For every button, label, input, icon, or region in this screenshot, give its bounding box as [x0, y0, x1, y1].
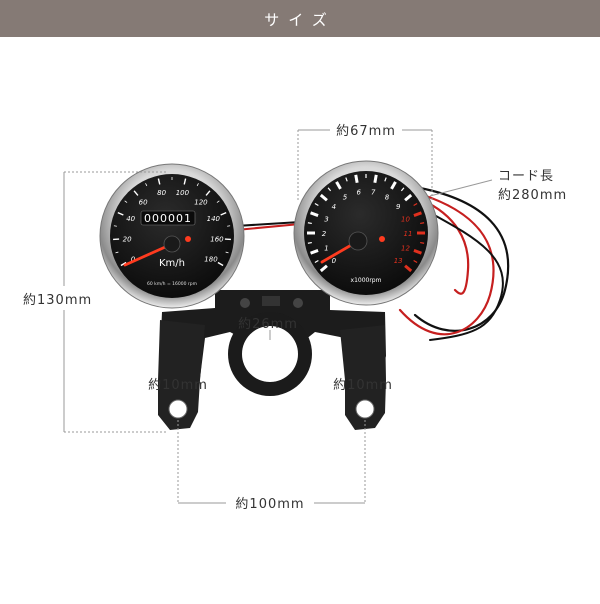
tach-scale-label: 10 — [401, 216, 410, 224]
tachometer-hub — [349, 232, 367, 250]
tach-scale-label: 9 — [396, 203, 401, 211]
speed-scale-label: 40 — [126, 215, 135, 223]
section-title: サイズ — [0, 9, 600, 30]
center-hole-label: 約26mm — [238, 317, 298, 332]
left-hole-label: 約10mm — [148, 378, 208, 393]
speed-scale-label: 80 — [157, 189, 166, 197]
mounting-bracket — [158, 290, 386, 430]
tach-tick — [356, 175, 357, 183]
tach-scale-label: 11 — [404, 230, 413, 238]
tach-tick — [308, 243, 312, 244]
tach-scale-label: 8 — [385, 194, 390, 202]
cord-label: コード長 — [498, 169, 554, 184]
tach-scale-label: 4 — [332, 203, 336, 211]
speedometer-footnote: 60 km/h = 16000 rpm — [147, 281, 197, 287]
left-mount-hole — [169, 400, 187, 418]
speed-tick — [114, 226, 117, 227]
speedometer-hub — [164, 236, 180, 252]
tach-scale-label: 1 — [324, 244, 328, 252]
speed-scale-label: 160 — [210, 236, 224, 244]
tach-scale-label: 2 — [322, 230, 327, 238]
tacho-width-label: 約67mm — [336, 124, 396, 139]
section-header: サイズ — [0, 0, 600, 37]
tach-scale-label: 6 — [356, 189, 361, 197]
speedometer-odometer: 000001 — [144, 212, 192, 225]
speed-scale-label: 120 — [194, 199, 208, 207]
right-hole-label: 約10mm — [333, 378, 393, 393]
tach-scale-label: 5 — [343, 194, 348, 202]
tach-tick — [308, 223, 312, 224]
right-mount-hole — [356, 400, 374, 418]
speed-scale-label: 100 — [176, 189, 190, 197]
tach-scale-label: 13 — [394, 257, 403, 265]
size-diagram: 0 20 40 60 80 100 120 140 160 180 000001 Km/h 60 … — [0, 37, 600, 600]
speed-scale-label: 20 — [123, 236, 132, 244]
tach-tick — [375, 175, 376, 183]
speed-scale-label: 140 — [207, 215, 221, 223]
speedometer-unit: Km/h — [159, 258, 185, 269]
height-label: 約130mm — [23, 293, 92, 308]
tachometer-unit: x1000rpm — [351, 277, 382, 284]
tach-scale-label: 12 — [401, 244, 410, 252]
tach-scale-label: 7 — [371, 189, 376, 197]
speed-tick — [227, 226, 230, 227]
speed-scale-label: 60 — [139, 199, 148, 207]
cord-length-label: 約280mm — [498, 188, 567, 203]
tach-scale-label: 3 — [324, 216, 328, 224]
tach-tick — [420, 223, 424, 224]
speed-scale-label: 180 — [204, 256, 218, 264]
hole-spacing-label: 約100mm — [235, 497, 304, 512]
tach-scale-label: 0 — [332, 257, 337, 265]
tach-tick — [420, 243, 424, 244]
